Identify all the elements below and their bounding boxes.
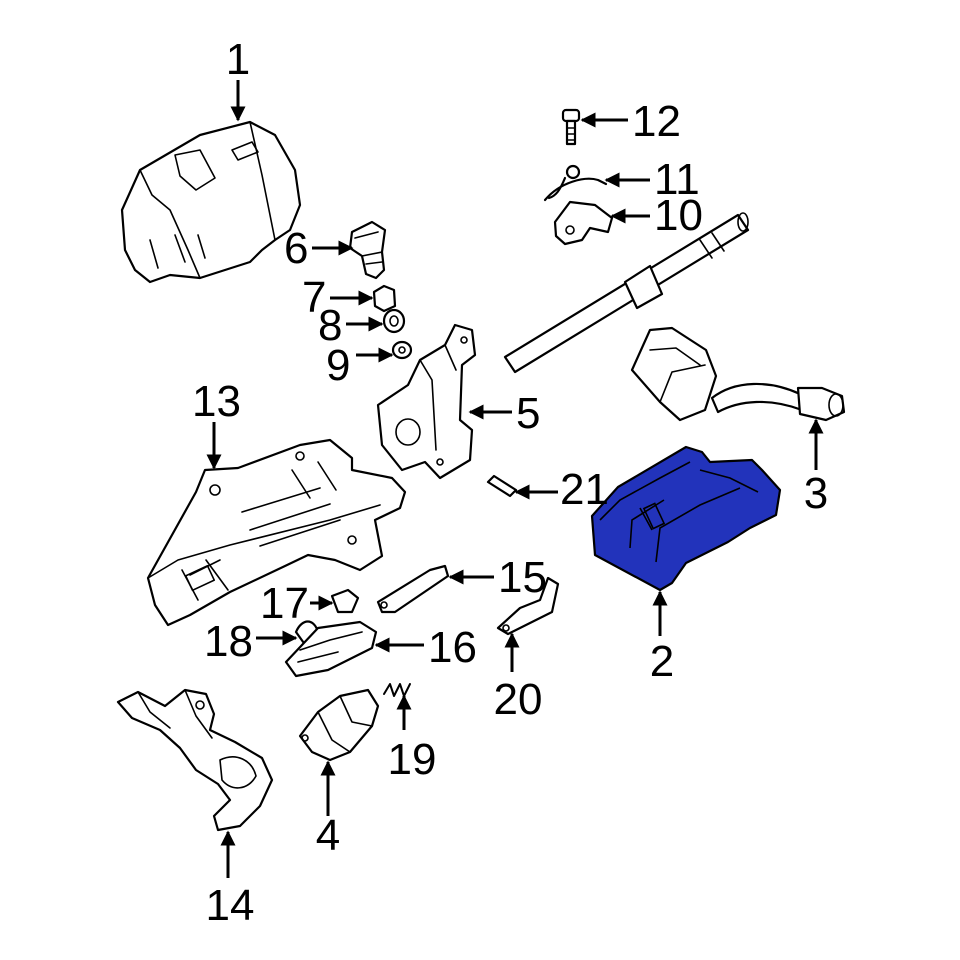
part-8-bushing[interactable] xyxy=(382,308,406,334)
part-4-actuator-housing[interactable] xyxy=(298,688,380,762)
callout-10: 10 xyxy=(654,191,703,240)
callout-21: 21 xyxy=(560,465,609,514)
callout-20: 20 xyxy=(494,675,543,724)
part-5-lock-housing[interactable] xyxy=(376,323,477,480)
callout-6: 6 xyxy=(284,224,308,273)
part-12-bolt[interactable] xyxy=(561,108,581,146)
callout-9: 9 xyxy=(326,341,350,390)
callout-3: 3 xyxy=(804,469,828,518)
callout-18: 18 xyxy=(204,617,253,666)
callout-19: 19 xyxy=(388,735,437,784)
steering-shaft[interactable] xyxy=(503,212,750,374)
callout-8: 8 xyxy=(318,301,342,350)
callout-15: 15 xyxy=(498,553,547,602)
callout-17: 17 xyxy=(260,579,309,628)
part-9-gear[interactable] xyxy=(391,340,413,360)
callout-1: 1 xyxy=(226,35,250,84)
part-2-column-cover[interactable] xyxy=(590,445,782,592)
part-11-spring[interactable] xyxy=(543,164,608,202)
callout-7: 7 xyxy=(302,273,326,322)
part-1-column-shroud[interactable] xyxy=(120,120,302,284)
part-10-bracket[interactable] xyxy=(553,200,614,246)
callout-11: 11 xyxy=(654,155,700,204)
part-6-lock-cylinder[interactable] xyxy=(348,220,387,280)
part-19-spring[interactable] xyxy=(383,683,411,697)
callout-12: 12 xyxy=(632,97,681,146)
callout-4: 4 xyxy=(316,811,340,860)
part-21-pin[interactable] xyxy=(486,474,518,498)
callout-14: 14 xyxy=(206,881,255,930)
part-3-switch[interactable] xyxy=(630,326,846,422)
part-17-clip[interactable] xyxy=(330,588,360,614)
part-16-housing[interactable] xyxy=(284,620,378,678)
callout-2: 2 xyxy=(650,637,674,686)
part-13-column-bracket[interactable] xyxy=(146,438,407,627)
column-cover-highlight xyxy=(590,445,782,592)
callout-leaders xyxy=(206,80,824,878)
callout-13: 13 xyxy=(192,377,241,426)
part-20-lever[interactable] xyxy=(496,576,560,636)
part-15-link[interactable] xyxy=(376,564,450,614)
part-14-lever-assembly[interactable] xyxy=(116,688,274,832)
callout-5: 5 xyxy=(516,389,540,438)
callout-labels: 1 12 11 10 6 7 8 9 5 13 3 21 2 15 17 18 … xyxy=(192,35,828,930)
part-7-clip[interactable] xyxy=(372,284,397,313)
callout-16: 16 xyxy=(428,623,477,672)
